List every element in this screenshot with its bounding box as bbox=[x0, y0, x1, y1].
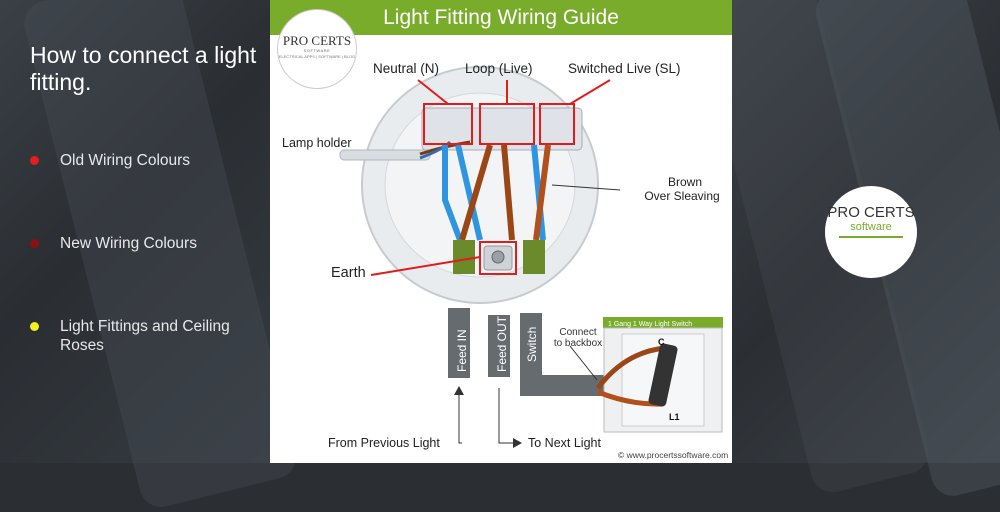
lamp-holder-cable bbox=[339, 149, 431, 161]
switch-cable bbox=[520, 313, 605, 396]
feed-out-label: Feed OUT bbox=[495, 315, 509, 372]
feed-in-label: Feed IN bbox=[455, 329, 469, 372]
badge-name: PRO CERTS bbox=[827, 204, 915, 221]
switch-c-label: C bbox=[658, 337, 665, 347]
to-next-arrow bbox=[498, 388, 515, 444]
legend-label: New Wiring Colours bbox=[60, 235, 197, 252]
feed-in-cable bbox=[448, 308, 470, 378]
switched-pointer bbox=[569, 79, 611, 105]
switch-title-bar bbox=[603, 317, 723, 328]
legend-label: Light Fittings and Ceiling Roses bbox=[60, 318, 230, 354]
from-prev-arrow bbox=[458, 390, 462, 444]
procerts-badge: PRO CERTS software bbox=[825, 186, 917, 278]
wiring-guide-panel: Light Fitting Wiring Guide bbox=[270, 0, 732, 463]
dark-red-dot-icon bbox=[30, 239, 39, 248]
switch-title: 1 Gang 1 Way Light Switch bbox=[608, 321, 692, 328]
brown-label: Brown bbox=[667, 175, 702, 189]
switched-live-label: Switched Live (SL) bbox=[568, 61, 681, 76]
connect-pointer bbox=[569, 345, 598, 381]
earth-screw bbox=[491, 250, 505, 264]
earth-label: Earth bbox=[331, 265, 366, 281]
feed-out-cable bbox=[488, 315, 510, 377]
arrow-right-icon bbox=[513, 438, 522, 448]
switch-l1-label: L1 bbox=[669, 412, 680, 422]
procerts-logo: PRO CERTS SOFTWARE ELECTRICAL APPS | SOF… bbox=[278, 10, 356, 88]
badge-sub: software bbox=[850, 221, 892, 233]
backbox-label: to backbox bbox=[553, 338, 603, 349]
left-background bbox=[0, 0, 270, 463]
arrow-up-icon bbox=[454, 386, 464, 395]
red-dot-icon bbox=[30, 156, 39, 165]
switch-rocker bbox=[648, 343, 678, 407]
copyright-text: © www.procertssoftware.com bbox=[618, 450, 729, 460]
blue-wire bbox=[455, 144, 483, 241]
loop-label: Loop (Live) bbox=[465, 61, 533, 76]
badge-underline bbox=[839, 236, 903, 238]
switched-highlight bbox=[539, 103, 575, 145]
earth-pointer bbox=[370, 256, 481, 276]
brown-pointer bbox=[551, 184, 621, 191]
neutral-label: Neutral (N) bbox=[373, 61, 440, 76]
logo-sub: SOFTWARE bbox=[303, 48, 331, 53]
blue-wire bbox=[442, 145, 463, 242]
cable-entry-left bbox=[453, 240, 475, 274]
legend-label: Old Wiring Colours bbox=[60, 152, 191, 169]
blue-wire bbox=[531, 144, 546, 241]
yellow-dot-icon bbox=[30, 322, 39, 331]
logo-name: PRO CERTS bbox=[282, 33, 352, 48]
connect-label: Connect bbox=[559, 327, 597, 338]
switch-label: Switch bbox=[525, 327, 539, 362]
to-next-light-label: To Next Light bbox=[528, 436, 601, 450]
brown-sleeved-wire bbox=[533, 144, 551, 241]
switch-brown-wire bbox=[596, 345, 666, 390]
cable-entry-right bbox=[523, 240, 545, 274]
wiring-diagram: Feed IN Feed OUT Switch 1 Gang 1 Way Lig… bbox=[339, 66, 723, 448]
logo-tagline: ELECTRICAL APPS | SOFTWARE | BLOG bbox=[278, 54, 356, 59]
neutral-pointer bbox=[417, 79, 449, 105]
over-sleeving-label: Over Sleaving bbox=[644, 189, 720, 203]
brown-wire bbox=[501, 144, 515, 241]
from-previous-light-label: From Previous Light bbox=[328, 436, 440, 450]
lamp-holder-label: Lamp holder bbox=[282, 136, 352, 150]
brown-wire bbox=[459, 144, 493, 241]
headline: How to connect a light fitting. bbox=[30, 42, 257, 95]
